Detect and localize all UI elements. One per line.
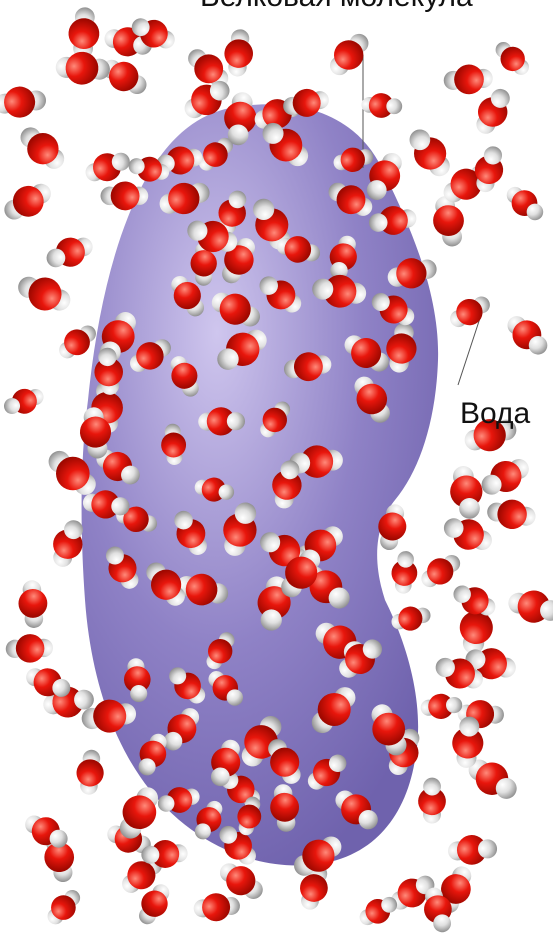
- oxygen-atom: [27, 133, 58, 164]
- oxygen-atom: [59, 45, 105, 91]
- water-molecule: [2, 621, 57, 676]
- water-molecule: [101, 54, 149, 100]
- water-molecule: [0, 72, 50, 132]
- water-molecule: [43, 226, 95, 279]
- oxygen-atom: [318, 693, 351, 726]
- water-molecule: [219, 860, 264, 903]
- oxygen-atom: [492, 494, 533, 535]
- water-molecule: [495, 42, 530, 75]
- oxygen-atom: [448, 58, 490, 100]
- water-molecule: [507, 316, 548, 355]
- oxygen-atom: [10, 628, 50, 668]
- water-molecule: [1, 379, 46, 425]
- water-molecule: [470, 87, 517, 136]
- oxygen-atom: [196, 887, 236, 927]
- hydrogen-atom: [263, 123, 284, 144]
- water-molecule: [2, 175, 53, 228]
- water-molecule: [380, 548, 429, 597]
- water-molecule: [420, 549, 462, 593]
- water-molecule: [21, 127, 65, 168]
- water-molecule: [64, 746, 115, 798]
- water-molecule: [484, 487, 540, 542]
- oxygen-atom: [219, 34, 259, 74]
- water-molecule: [419, 192, 477, 250]
- water-molecule: [48, 890, 81, 924]
- oxygen-atom: [427, 199, 470, 242]
- water-molecule: [5, 576, 60, 631]
- oxygen-atom: [62, 12, 105, 55]
- oxygen-atom: [394, 602, 427, 635]
- water-molecule: [406, 774, 459, 827]
- water-molecule: [506, 186, 543, 221]
- oxygen-atom: [194, 54, 223, 83]
- oxygen-atom: [13, 583, 54, 624]
- oxygen-atom: [51, 895, 76, 920]
- water-label: Вода: [460, 397, 531, 430]
- water-molecule: [417, 682, 465, 730]
- water-molecule: [444, 821, 501, 878]
- water-molecule: [358, 82, 405, 129]
- water-molecule: [479, 450, 531, 504]
- water-molecule: [404, 128, 456, 178]
- protein-label: Белковая молекула: [200, 0, 473, 13]
- water-molecule: [15, 265, 73, 322]
- water-molecule: [58, 322, 97, 363]
- oxygen-atom: [71, 754, 109, 792]
- water-molecule: [448, 289, 492, 334]
- water-molecule: [133, 883, 175, 926]
- water-molecule: [505, 577, 553, 636]
